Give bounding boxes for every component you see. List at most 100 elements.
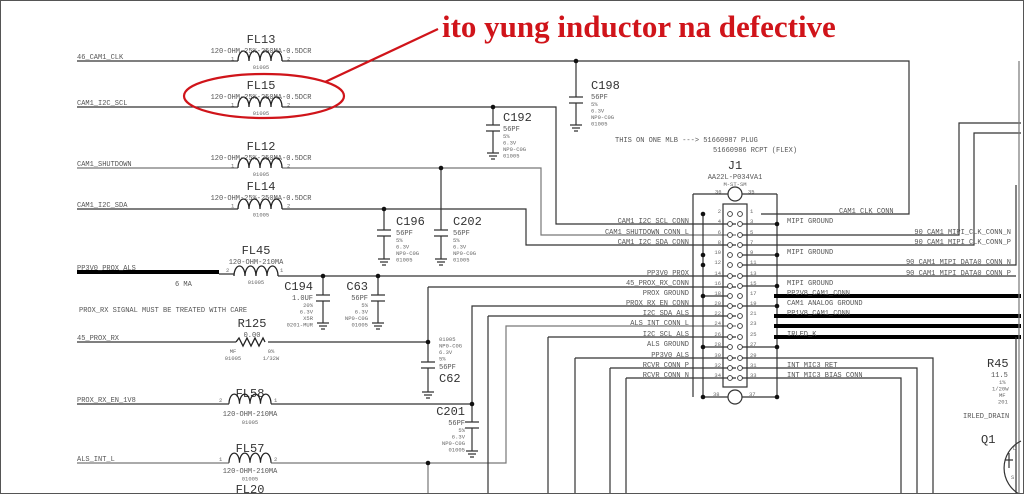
- svg-text:6.3V: 6.3V: [452, 434, 466, 441]
- svg-text:X5R: X5R: [303, 315, 314, 322]
- connector-net-label: INT_MIC3_RET: [787, 362, 837, 370]
- svg-text:6.3V: 6.3V: [355, 309, 369, 316]
- pin-number: 23: [750, 320, 757, 327]
- ground-icon: [377, 258, 391, 266]
- svg-text:01005: 01005: [253, 171, 270, 178]
- pin-contact: [727, 232, 733, 238]
- svg-text:C62: C62: [439, 372, 461, 386]
- connector-net-label: 90_CAM1_MIPI_DATA0_CONN_N: [906, 259, 1011, 267]
- svg-text:1: 1: [231, 163, 235, 170]
- wires: [77, 60, 1021, 493]
- svg-text:2: 2: [287, 203, 290, 210]
- pin-number: 12: [714, 259, 721, 266]
- svg-text:5%: 5%: [439, 356, 446, 363]
- pin-contact: [737, 242, 743, 248]
- connector-net-label: CAM1_SHUTDOWN_CONN_L: [605, 229, 689, 237]
- pin-number: 7: [750, 239, 753, 246]
- pin-contact: [737, 313, 743, 319]
- svg-text:20%: 20%: [303, 302, 314, 309]
- pin-number: 21: [750, 310, 757, 317]
- svg-text:0.00: 0.00: [244, 332, 261, 340]
- svg-text:1/20W: 1/20W: [992, 386, 1009, 393]
- pin-contact: [727, 303, 733, 309]
- svg-text:2: 2: [287, 102, 290, 109]
- pin-number: 24: [714, 320, 721, 327]
- svg-text:01005: 01005: [253, 110, 270, 117]
- pin-contact: [737, 252, 743, 258]
- connector-net-label: CAM1_I2C_SDA_CONN: [618, 239, 689, 247]
- svg-text:2: 2: [287, 56, 290, 63]
- svg-text:01005: 01005: [396, 257, 413, 264]
- connector-net-label: 90_CAM1_MIPI_CLK_CONN_P: [914, 239, 1011, 247]
- svg-text:120-OHM-25%-250MA-0.5DCR: 120-OHM-25%-250MA-0.5DCR: [211, 195, 313, 203]
- pin-contact: [737, 344, 743, 350]
- pin-number: 27: [750, 341, 757, 348]
- net-label: 46_CAM1_CLK: [77, 54, 124, 62]
- connector-net-label: PP1V8_CAM1_CONN: [787, 310, 850, 318]
- pin-contact: [737, 283, 743, 289]
- connector-net-label: PROX_RX_EN_CONN: [626, 300, 689, 308]
- svg-text:56PF: 56PF: [591, 94, 608, 102]
- pin-number: 22: [714, 310, 721, 317]
- pin-contact: [727, 293, 733, 299]
- svg-text:01005: 01005: [453, 257, 470, 264]
- irled-drain-label: IRLED_DRAIN: [963, 413, 1009, 421]
- svg-text:NP0-C0G: NP0-C0G: [345, 315, 368, 322]
- pin-number: 31: [750, 362, 757, 369]
- connector-net-label: MIPI GROUND: [787, 218, 833, 226]
- svg-text:5%: 5%: [453, 237, 460, 244]
- svg-text:5%: 5%: [458, 427, 465, 434]
- pin-contact: [727, 344, 733, 350]
- svg-text:C192: C192: [503, 111, 532, 125]
- svg-text:1: 1: [231, 56, 235, 63]
- connector-net-label: PP3V0_PROX: [647, 270, 690, 278]
- pin-contact: [727, 242, 733, 248]
- pin-contact: [727, 323, 733, 329]
- pin-number: 10: [714, 249, 721, 256]
- svg-text:6.3V: 6.3V: [591, 108, 605, 115]
- svg-text:FL12: FL12: [247, 140, 276, 154]
- connector-net-label: PP3V0_ALS: [651, 352, 689, 360]
- svg-text:56PF: 56PF: [503, 126, 520, 134]
- svg-text:56PF: 56PF: [351, 295, 368, 303]
- pin-contact: [737, 211, 743, 217]
- svg-text:C194: C194: [284, 280, 313, 294]
- connector-net-label: I2C_SCL_ALS: [643, 331, 689, 339]
- pointer-arrow: [324, 28, 439, 83]
- pin-contact: [727, 262, 733, 268]
- svg-text:56PF: 56PF: [453, 230, 470, 238]
- pin-contact: [727, 211, 733, 217]
- pin-number: 15: [750, 280, 757, 287]
- svg-text:2: 2: [287, 163, 290, 170]
- svg-text:1: 1: [274, 397, 278, 404]
- svg-text:1: 1: [280, 267, 284, 274]
- annotation-text: ito yung inductor na defective: [442, 9, 836, 44]
- svg-text:35: 35: [748, 189, 755, 196]
- pin-number: 4: [718, 218, 722, 225]
- svg-text:C196: C196: [396, 215, 425, 229]
- svg-text:MF: MF: [999, 392, 1006, 399]
- net-label: CAM1_I2C_SDA: [77, 202, 128, 210]
- pin-contact: [727, 273, 733, 279]
- ground-icon: [486, 152, 500, 160]
- svg-text:NP0-C0G: NP0-C0G: [396, 250, 419, 257]
- svg-text:37: 37: [749, 391, 756, 398]
- connector-net-label: CAM1 ANALOG GROUND: [787, 300, 863, 308]
- svg-text:FL57: FL57: [236, 442, 265, 456]
- svg-text:01005: 01005: [351, 322, 368, 329]
- connector-net-label: CAM1_CLK_CONN: [839, 208, 894, 216]
- connector-net-label: RCVR_CONN_P: [643, 362, 689, 370]
- svg-text:FL15: FL15: [247, 79, 276, 93]
- net-label: PROX_RX_EN_1V8: [77, 397, 136, 405]
